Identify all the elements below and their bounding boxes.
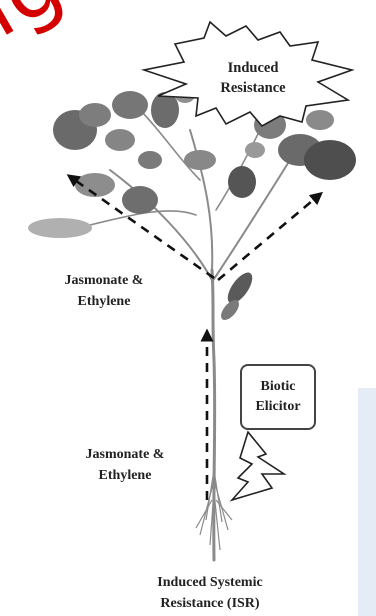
leaf (228, 166, 256, 198)
lightning-icon (232, 432, 284, 500)
leaf (122, 186, 158, 214)
leaf (245, 142, 265, 158)
label-line: Resistance (198, 78, 308, 98)
upper-signal-label: Jasmonate & Ethylene (40, 270, 168, 312)
leaf (304, 140, 356, 180)
leaf (138, 151, 162, 169)
label-line: Induced (198, 58, 308, 78)
leaf (223, 269, 257, 308)
label-line: Ethylene (40, 291, 168, 312)
plant-stem (90, 110, 290, 560)
lower-signal-label: Jasmonate & Ethylene (60, 444, 190, 486)
label-line: Jasmonate & (40, 270, 168, 291)
label-line: Ethylene (60, 465, 190, 486)
side-panel (358, 388, 376, 616)
leaf (105, 129, 135, 151)
leaf (28, 218, 92, 238)
label-line: Elicitor (255, 397, 300, 417)
isr-caption: Induced Systemic Resistance (ISR) (120, 572, 300, 614)
leaf (112, 91, 148, 119)
label-line: Induced Systemic (120, 572, 300, 593)
biotic-elicitor-box: Biotic Elicitor (240, 364, 316, 430)
label-line: Resistance (ISR) (120, 593, 300, 614)
leaf (306, 110, 334, 130)
label-line: Biotic (255, 377, 300, 397)
leaf (184, 150, 216, 170)
induced-resistance-label: Induced Resistance (198, 58, 308, 98)
leaf (79, 103, 111, 127)
label-line: Jasmonate & (60, 444, 190, 465)
arrow-to-right-leaves (218, 196, 318, 280)
